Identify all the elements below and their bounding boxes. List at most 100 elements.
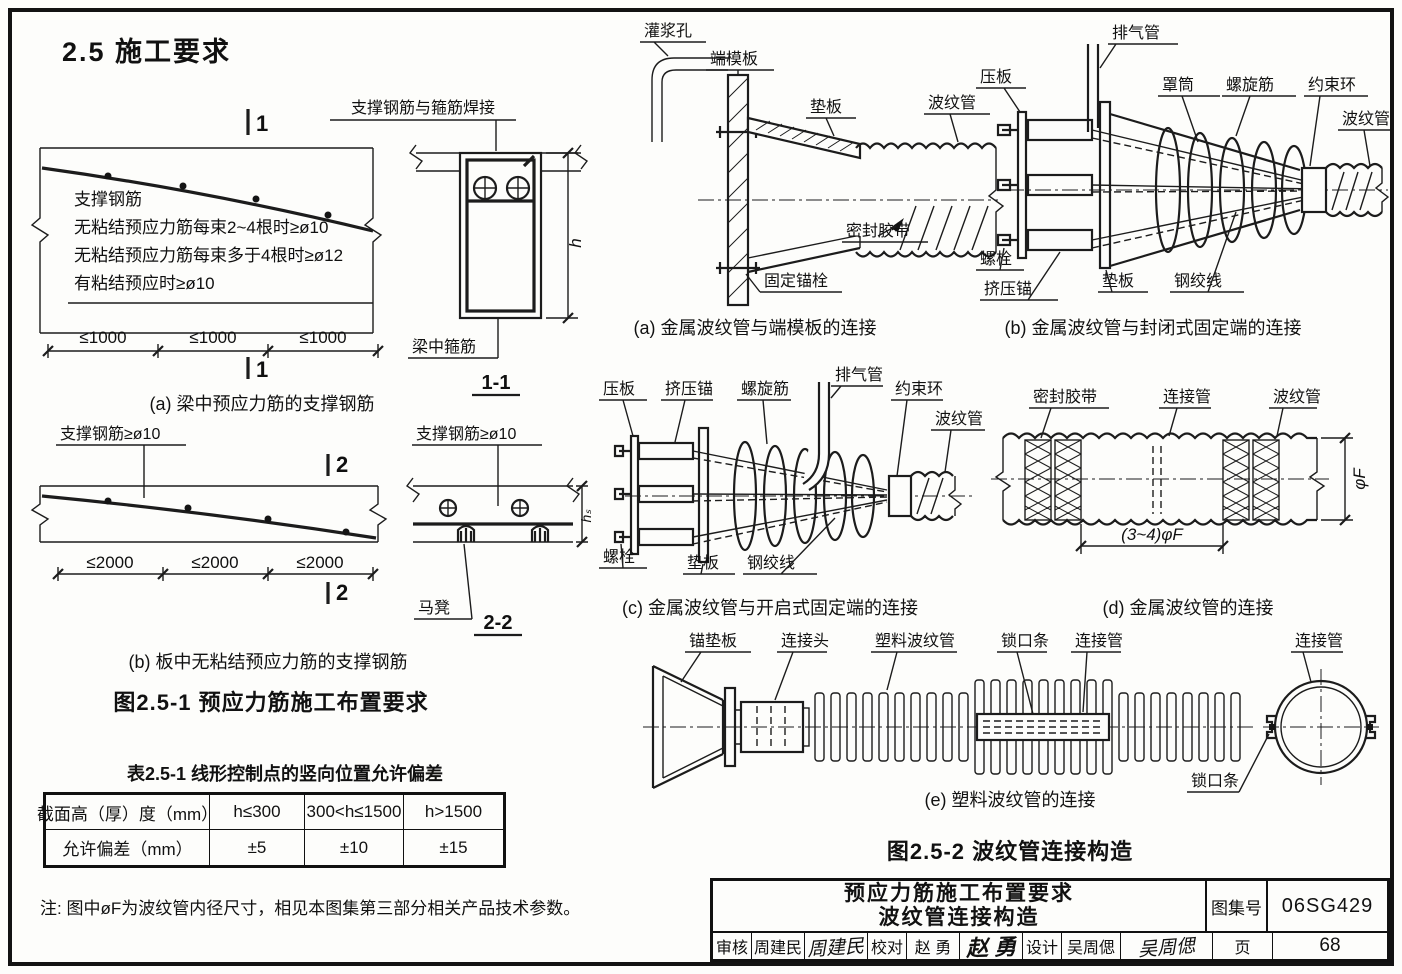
dim-2000-3: ≤2000 [296,553,343,572]
pad-label: 垫板 [810,98,842,116]
seal-tape-band [1024,439,1052,521]
fig1-title: 图2.5-1 预应力筋施工布置要求 [113,690,429,715]
h-dimension [546,152,578,319]
fig1a-caption: (a) 梁中预应力筋的支撑钢筋 [149,394,375,414]
anchor-label: 挤压锚 [984,280,1032,298]
spiral-coil [1154,126,1182,254]
dim-2000-2: ≤2000 [191,553,238,572]
strand-label: 钢绞线 [1174,272,1222,290]
cut-mark-2-bottom: 2 [336,580,348,605]
beam-rule-2: 无粘结预应力筋每束2~4根时≥ø10 [74,218,328,237]
grout-pipe [651,57,728,142]
table-header-cell: h≤300 [210,795,305,830]
title-block-title: 预应力筋施工布置要求 波纹管连接构造 [713,881,1207,931]
plastic-duct-ribs [1118,692,1241,762]
spiral-coil [762,444,788,548]
duct-label: 波纹管 [928,94,976,112]
chair-label: 马凳 [418,599,450,617]
table-header-cell: h>1500 [404,795,503,830]
spiral-coil [822,450,848,542]
extrusion-anchor [637,527,695,547]
dim-1000-3: ≤1000 [299,328,346,347]
coupler-label: 连接管 [1075,632,1123,650]
tendon-profile [41,166,374,233]
coupler-label: 连接管 [1163,388,1211,406]
anchor-label: 挤压锚 [665,380,713,398]
corrugated-duct [855,142,997,150]
trumpet [747,246,861,274]
beam-rule-4: 有粘结预应时≥ø10 [74,274,215,293]
leader-lines [330,119,516,151]
dim-1000-1: ≤1000 [79,328,126,347]
lock-strip-lines [983,720,1103,734]
support-bar-label-right: 支撑钢筋≥ø10 [416,425,516,443]
duct-label: 波纹管 [1342,110,1390,128]
ring-label: 约束环 [895,380,943,398]
fig2c-drawing: 压板 挤压锚 螺旋筋 排气管 约束环 波纹管 螺栓 垫板 钢绞线 [599,366,985,575]
dim-2000-1: ≤2000 [86,553,133,572]
seal-tape-band [1222,439,1250,521]
spiral-label: 螺旋筋 [741,380,789,398]
fig2a-caption: (a) 金属波纹管与端模板的连接 [633,318,877,338]
duct-label: 波纹管 [935,410,983,428]
table-header-cell: 300<h≤1500 [305,795,404,830]
tolerance-table: 截面高（厚）度（mm） h≤300 300<h≤1500 h>1500 允许偏差… [37,792,506,868]
restraint-ring [887,474,913,518]
leader-lines [56,444,186,498]
extrusion-anchor [1026,173,1094,197]
fig1b-caption: (b) 板中无粘结预应力筋的支撑钢筋 [128,652,408,672]
grout-hole-label: 灌浆孔 [644,22,692,40]
press-plate-label: 压板 [603,380,635,398]
vent-label: 排气管 [835,366,883,384]
joint-label: 连接头 [781,632,829,650]
title-line-2: 波纹管连接构造 [878,906,1040,929]
chair-symbol [456,524,476,542]
reviewer-name: 周建民 [752,933,805,959]
fig1b-slab-drawing: 支撑钢筋≥ø10 2 2 ≤2000 ≤2000 ≤2000 支撑钢筋≥ø10 … [30,425,594,637]
press-plate [1016,110,1028,260]
length-dimension [1080,524,1224,554]
centerline [643,669,1379,785]
hatch [727,77,749,299]
ring-label: 约束环 [1308,76,1356,94]
bell-flange [723,686,737,768]
coupler-end-label: 连接管 [1295,632,1343,650]
dim-1000-2: ≤1000 [189,328,236,347]
fig2c-caption: (c) 金属波纹管与开启式固定端的连接 [622,598,918,618]
weld-tick [522,154,536,168]
designer-signature: 吴周偲 [1121,933,1213,959]
fix-bolt-label: 固定锚栓 [764,272,828,290]
dim-3-4-phiF: (3~4)φF [1121,525,1184,544]
pad-plate [697,426,710,564]
fig2b-drawing: 排气管 压板 罩筒 螺旋筋 约束环 波纹管 螺栓 挤压锚 垫板 钢绞线 [976,24,1390,301]
weld-label: 支撑钢筋与箍筋焊接 [351,99,495,117]
beam-elevation: 支撑钢筋 无粘结预应力筋每束2~4根时≥ø10 无粘结预应力筋每束多于4根时≥ø… [30,109,384,382]
atlas-number-value: 06SG429 [1281,894,1374,917]
dim-phiF: φF [1350,467,1369,490]
dim-hs: hₛ [578,509,594,523]
corrugated-duct [1325,162,1383,218]
page-label: 页 [1213,933,1273,959]
strands [692,450,888,538]
press-plate-label: 压板 [980,68,1012,86]
duct-ribs [899,205,989,251]
cut-mark-1-top: 1 [256,111,268,136]
section-label-1-1: 1-1 [482,372,511,394]
corrugated-duct [910,470,954,522]
pad-label: 垫板 [687,554,719,572]
spiral-coil [850,453,876,539]
bolts [613,444,631,544]
anchor-plate-bell [651,665,725,789]
reviewer-signature: 周建民 [805,933,868,959]
spiral-coil [1186,131,1214,249]
table-cell: ±5 [210,830,305,865]
designer-label: 设计 [1023,933,1062,959]
bolts [996,123,1018,247]
anchor-plate-label: 锚垫板 [689,632,737,650]
restraint-ring [1300,166,1328,214]
slab-elevation: 支撑钢筋≥ø10 2 2 ≤2000 ≤2000 ≤2000 [30,425,388,605]
seal-tape-label: 密封胶带 [846,222,910,240]
stirrup-label: 梁中箍筋 [412,338,476,356]
hatch [755,120,855,152]
leader-lines [1029,407,1317,439]
